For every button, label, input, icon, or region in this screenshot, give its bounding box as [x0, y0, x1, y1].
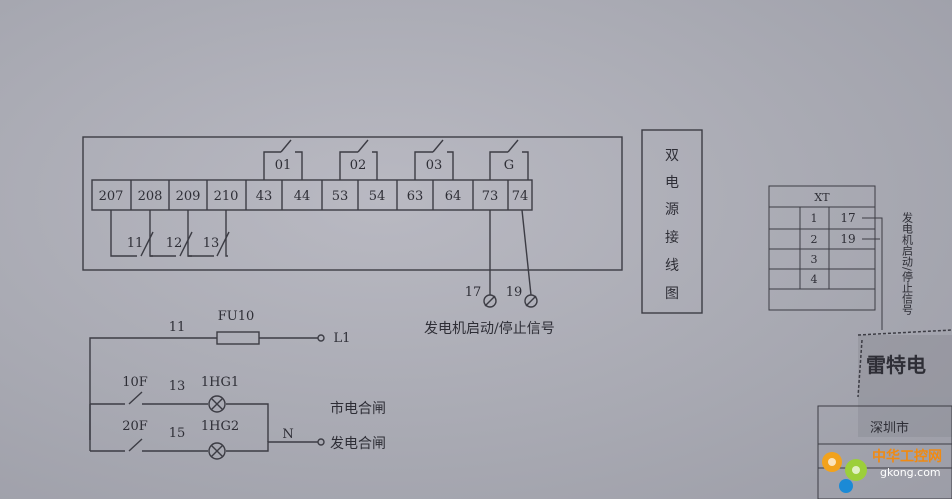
terminal-label-44: 44 [294, 189, 311, 204]
title-char-4: 接 [665, 229, 679, 246]
xt-vertical-caption: 发电机启动/停止信号 [901, 211, 914, 316]
wire-label-19: 19 [506, 285, 523, 300]
company-stamp: 雷特电 深圳市 [817, 329, 952, 499]
caption-mains-close: 市电合闸 [330, 400, 386, 417]
xt-row-1-no: 1 [811, 212, 818, 225]
fuse-label: FU10 [218, 309, 255, 324]
switch-label-13: 13 [203, 236, 220, 251]
xt-title: XT [814, 191, 830, 204]
wire-label-17: 17 [465, 285, 482, 300]
lamp-1hg2 [208, 442, 226, 460]
wire-label-13: 13 [169, 379, 186, 394]
title-char-3: 源 [665, 202, 679, 218]
switch-label-10f: 10F [122, 375, 148, 390]
title-char-5: 线 [665, 258, 679, 274]
wire-label-11: 11 [169, 320, 186, 335]
lower-circuit: 11 FU10 L1 10F 13 1HG1 20F 15 1HG2 N 市电合… [89, 309, 386, 460]
terminal-strip: 207 208 209 210 43 44 53 54 63 64 73 74 [91, 179, 533, 211]
terminal-enclosure [82, 136, 623, 271]
terminal-label-73: 73 [482, 189, 499, 204]
switch-11: 11 [110, 210, 154, 257]
title-char-1: 双 [665, 148, 679, 164]
fuse-fu10 [216, 331, 260, 345]
switch-label-11: 11 [127, 236, 144, 251]
lamp-label-1hg1: 1HG1 [201, 375, 239, 390]
watermark-brand: 中华工控网 [872, 448, 942, 465]
relay-label-G: G [504, 158, 514, 173]
relay-label-02: 02 [350, 158, 367, 173]
gkong-watermark: 中华工控网 gkong.com [822, 448, 942, 493]
relay-G: G [489, 139, 529, 180]
xt-row-3-no: 3 [811, 253, 818, 266]
xt-row-1-wire: 17 [840, 211, 855, 225]
terminal-n [317, 438, 325, 446]
stamp-text: 雷特电 [866, 353, 926, 377]
terminal-label-63: 63 [407, 189, 424, 204]
watermark-url: gkong.com [880, 466, 941, 479]
relay-03: 03 [414, 139, 454, 180]
gear-logo-icon [822, 452, 867, 493]
lamp-1hg1 [208, 395, 226, 413]
relay-label-03: 03 [426, 158, 443, 173]
terminal-label-209: 209 [176, 189, 201, 204]
caption-generator-close: 发电合闸 [330, 436, 386, 452]
terminal-label-208: 208 [138, 189, 163, 204]
generator-signal-terminals: 17 19 发电机启动/停止信号 [424, 209, 555, 337]
terminal-label-43: 43 [256, 189, 273, 204]
terminal-l1 [317, 334, 325, 342]
terminal-label-64: 64 [445, 189, 462, 204]
xt-row-2-no: 2 [811, 233, 818, 246]
switch-label-12: 12 [166, 236, 183, 251]
xt-row-2-wire: 19 [840, 232, 855, 246]
relay-01: 01 [263, 139, 303, 180]
stamp-line-2: 深圳市 [870, 420, 909, 436]
relay-02: 02 [339, 139, 378, 180]
switch-label-20f: 20F [122, 419, 148, 434]
relay-label-01: 01 [275, 158, 292, 173]
switch-13: 13 [188, 210, 230, 257]
wire-label-15: 15 [169, 426, 186, 441]
switch-12: 12 [150, 210, 193, 257]
neutral-label: N [282, 427, 293, 442]
terminal-label-53: 53 [332, 189, 349, 204]
lamp-label-1hg2: 1HG2 [201, 419, 239, 434]
terminal-label-207: 207 [99, 189, 124, 204]
title-box [641, 129, 703, 314]
title-char-2: 电 [665, 175, 679, 191]
title-char-6: 图 [665, 286, 679, 302]
l1-label: L1 [334, 331, 351, 346]
signal-caption: 发电机启动/停止信号 [424, 320, 555, 337]
xt-table: XT 1 17 2 19 3 4 发电机启动/停止信号 [768, 185, 914, 330]
title-vertical: 双 电 源 接 线 图 [665, 148, 679, 302]
terminal-label-210: 210 [214, 189, 239, 204]
terminal-label-54: 54 [369, 189, 386, 204]
terminal-label-74: 74 [512, 189, 529, 204]
xt-row-4-no: 4 [811, 273, 818, 286]
